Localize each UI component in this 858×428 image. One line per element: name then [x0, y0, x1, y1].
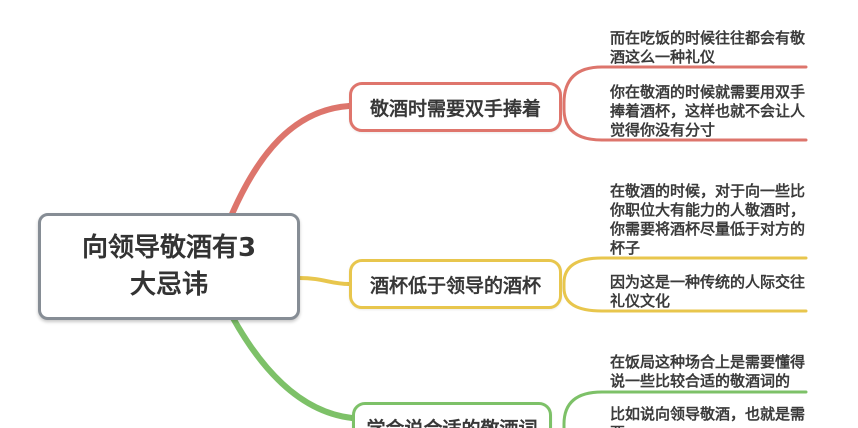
branch-curve-yellow: [297, 276, 351, 286]
root-topic[interactable]: 向领导敬酒有3大忌讳: [38, 213, 300, 320]
root-topic-label: 向领导敬酒有3大忌讳: [81, 232, 257, 300]
fork-bracket-green: [562, 390, 604, 428]
detail-red-1[interactable]: 而在吃饭的时候往往都会有敬酒这么一种礼仪: [610, 29, 806, 66]
detail-red-2[interactable]: 你在敬酒的时候就需要用双手捧着酒杯，这样也就不会让人觉得你没有分寸: [610, 83, 806, 139]
branch-curve-red: [229, 103, 352, 217]
detail-yellow-2[interactable]: 因为这是一种传统的人际交往礼仪文化: [610, 273, 806, 310]
topic-label: 学会说合适的敬酒词: [366, 414, 537, 428]
topic-toast-with-both-hands[interactable]: 敬酒时需要双手捧着: [349, 82, 562, 132]
detail-green-1[interactable]: 在饭局这种场合上是需要懂得说一些比较合适的敬酒词的: [610, 353, 806, 390]
topic-glass-lower-than-leader[interactable]: 酒杯低于领导的酒杯: [349, 259, 562, 309]
fork-bracket-yellow: [562, 256, 604, 313]
topic-label: 酒杯低于领导的酒杯: [369, 274, 541, 297]
detail-yellow-1[interactable]: 在敬酒的时候，对于向一些比你职位大有能力的人敬酒时，你需要将酒杯尽量低于对方的杯…: [610, 182, 806, 257]
topic-label: 敬酒时需要双手捧着: [369, 97, 541, 120]
fork-bracket-red: [562, 65, 604, 142]
topic-appropriate-toast-words[interactable]: 学会说合适的敬酒词: [352, 402, 552, 428]
detail-green-2[interactable]: 比如说向领导敬酒，也就是需要…: [610, 405, 806, 428]
branch-curve-green: [230, 315, 355, 421]
